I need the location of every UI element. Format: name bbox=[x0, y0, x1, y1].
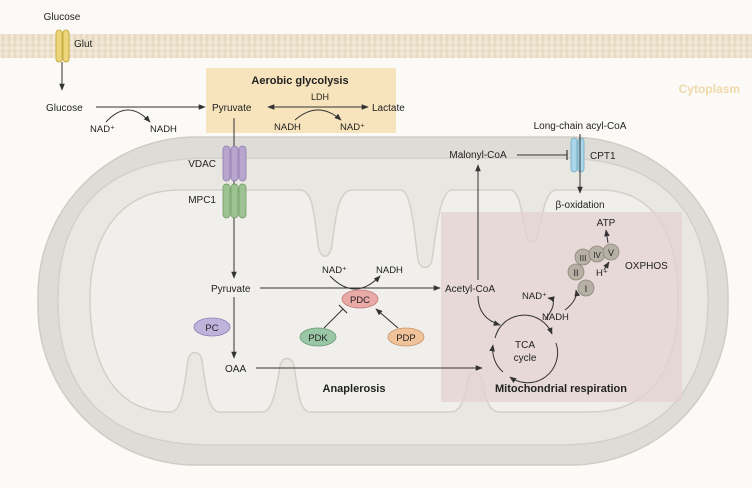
complex-v bbox=[602, 243, 620, 261]
pdp-activates-pdc bbox=[375, 308, 399, 329]
complex-iii-label: III bbox=[580, 254, 587, 263]
inhibition-bar-pdc bbox=[338, 304, 348, 314]
complex-ii-label: II bbox=[573, 268, 578, 278]
acetyl-coa-label: Acetyl-CoA bbox=[445, 284, 495, 295]
tca-label: TCA bbox=[515, 340, 535, 351]
complex-v-label: V bbox=[608, 248, 614, 258]
glucose-inside-label: Glucose bbox=[46, 103, 83, 114]
long-chain-acyl-coa-label: Long-chain acyl-CoA bbox=[534, 121, 627, 132]
aerobic-glycolysis-box bbox=[206, 68, 396, 133]
nadh-pdc-label: NADH bbox=[376, 265, 403, 276]
proton-flow-arrow bbox=[603, 261, 610, 271]
cell-membrane bbox=[0, 34, 752, 58]
complex-i-label: I bbox=[585, 284, 588, 294]
cytoplasm-label: Cytoplasm bbox=[679, 82, 740, 96]
lactate-label: Lactate bbox=[372, 103, 405, 114]
mpc1-label: MPC1 bbox=[188, 195, 216, 206]
tca-cycle-arc-left bbox=[489, 344, 504, 373]
pdk-label: PDK bbox=[308, 333, 328, 344]
nadh-tca-label: NADH bbox=[542, 312, 569, 323]
glucose-outside-label: Glucose bbox=[44, 12, 81, 23]
nadh-to-nad-curve-ldh bbox=[294, 109, 342, 121]
nad-to-nadh-curve-glycolysis bbox=[105, 109, 151, 123]
oxphos-complexes bbox=[567, 243, 620, 297]
pdk-inhibits-pdc bbox=[323, 308, 344, 329]
pdp-label: PDP bbox=[396, 333, 416, 344]
nadh-glycolysis-label: NADH bbox=[150, 124, 177, 135]
pc-label: PC bbox=[205, 323, 218, 334]
tca-cycle-arc-top bbox=[494, 314, 553, 339]
tca-produces-nadh-curve bbox=[544, 296, 555, 321]
atp-label: ATP bbox=[597, 218, 616, 229]
cycle-label: cycle bbox=[514, 353, 537, 364]
oxphos-label: OXPHOS bbox=[625, 261, 668, 272]
atp-synthesis-arrow bbox=[604, 229, 610, 244]
nad-tca-label: NAD⁺ bbox=[522, 291, 547, 302]
pdp-enzyme bbox=[387, 327, 425, 347]
nad-to-nadh-curve-pdc bbox=[329, 275, 381, 290]
oaa-label: OAA bbox=[225, 364, 246, 375]
pdc-enzyme bbox=[341, 289, 379, 309]
acetyl-into-tca-arrow bbox=[477, 295, 501, 326]
nad-pdc-label: NAD⁺ bbox=[322, 265, 347, 276]
beta-oxidation-label: β-oxidation bbox=[555, 200, 604, 211]
cpt1-label: CPT1 bbox=[590, 151, 616, 162]
pdk-enzyme bbox=[299, 327, 337, 347]
aerobic-glycolysis-title: Aerobic glycolysis bbox=[251, 75, 348, 87]
complex-i bbox=[577, 279, 595, 297]
pdc-label: PDC bbox=[350, 295, 370, 306]
ldh-label: LDH bbox=[311, 92, 329, 102]
tca-cycle-arc-right bbox=[509, 342, 559, 384]
glut-label: Glut bbox=[74, 39, 93, 50]
malonyl-coa-label: Malonyl-CoA bbox=[449, 150, 507, 161]
h-plus-label: H⁺ bbox=[596, 268, 608, 279]
complex-iv-label: IV bbox=[593, 251, 601, 260]
mitochondrial-respiration-box bbox=[441, 212, 682, 402]
pyruvate-cytoplasm-label: Pyruvate bbox=[212, 103, 252, 114]
mitochondrial-respiration-label: Mitochondrial respiration bbox=[495, 383, 627, 395]
pyruvate-mito-label: Pyruvate bbox=[211, 284, 251, 295]
mpc1-carrier bbox=[222, 183, 247, 219]
glut-transporter bbox=[55, 29, 70, 63]
vdac-label: VDAC bbox=[188, 159, 216, 170]
pc-enzyme bbox=[193, 317, 231, 337]
nad-glycolysis-label: NAD⁺ bbox=[90, 124, 115, 135]
anaplerosis-label: Anaplerosis bbox=[323, 383, 386, 395]
nadh-to-complex-i-arrow bbox=[564, 289, 580, 311]
nad-ldh-label: NAD⁺ bbox=[340, 122, 365, 133]
nadh-ldh-label: NADH bbox=[274, 122, 301, 133]
complex-ii bbox=[567, 263, 585, 281]
vdac-channel bbox=[222, 145, 247, 182]
